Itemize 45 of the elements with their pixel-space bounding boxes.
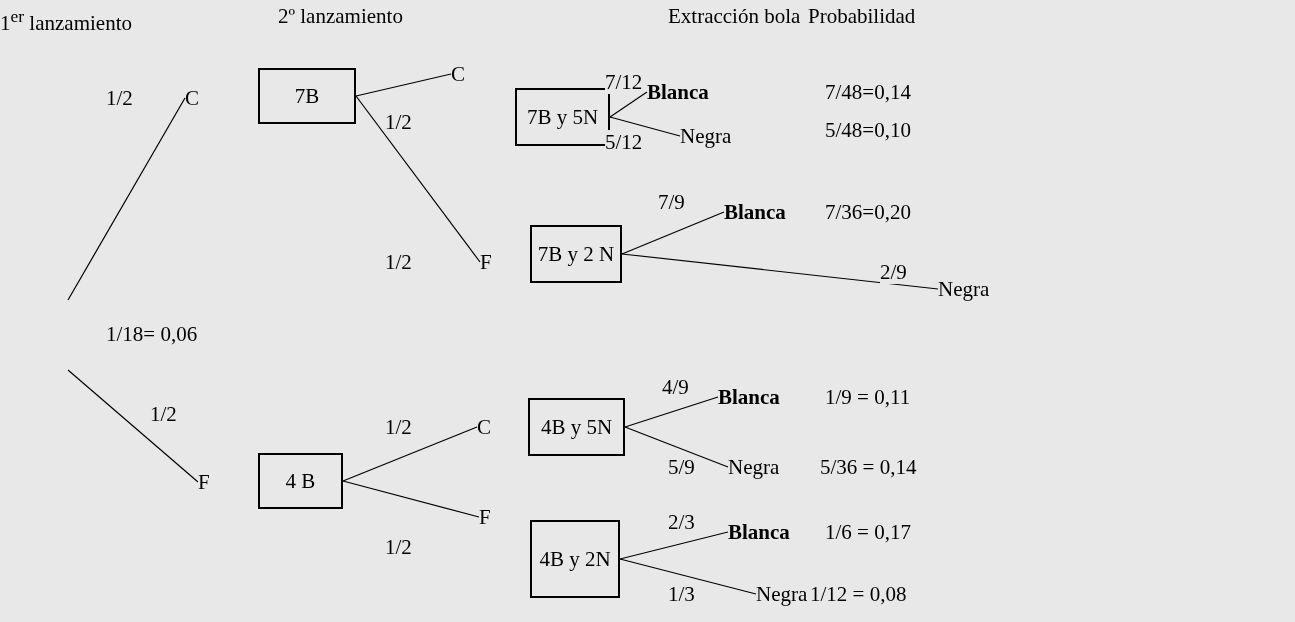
branch-line (619, 531, 729, 560)
probability-value: 5/36 = 0,14 (820, 455, 917, 479)
outcome-label: C (451, 62, 465, 86)
probability-value: 7/36=0,20 (825, 200, 911, 224)
urn-box: 4 B (258, 453, 343, 509)
outcome-label: Negra (756, 582, 808, 606)
urn-box: 7B y 2 N (530, 225, 622, 283)
branch-line (67, 369, 199, 483)
branch-line (342, 426, 478, 482)
outcome-label: Blanca (728, 520, 790, 544)
outcome-label: Blanca (718, 385, 780, 409)
branch-line (619, 558, 757, 595)
branch-line (624, 396, 719, 428)
probability-value: 1/9 = 0,11 (825, 385, 911, 409)
urn-box: 4B y 2N (530, 520, 620, 598)
probability-value: 1/12 = 0,08 (810, 582, 907, 606)
branch-line (621, 253, 939, 290)
outcome-label: F (480, 250, 492, 274)
outcome-label: Negra (728, 455, 780, 479)
outcome-label: Negra (680, 124, 732, 148)
outcome-label: F (198, 470, 210, 494)
urn-box: 4B y 5N (528, 398, 625, 456)
branch-line (342, 480, 480, 518)
branch-line (355, 73, 452, 97)
probability-value: 1/6 = 0,17 (825, 520, 911, 544)
branch-line (67, 97, 186, 301)
column-heading: Extracción bola (668, 4, 801, 28)
column-heading: Probabilidad (808, 4, 916, 28)
probability-value: 5/48=0,10 (825, 118, 911, 142)
outcome-label: F (479, 505, 491, 529)
branch-line (355, 95, 481, 263)
branch-line (624, 426, 729, 468)
branch-line (609, 91, 648, 118)
outcome-label: C (477, 415, 491, 439)
probability-value: 1/18= 0,06 (106, 322, 198, 346)
branch-line (621, 211, 725, 255)
branch-line (609, 116, 681, 137)
column-heading: 2º lanzamiento (278, 4, 403, 28)
probability-value: 7/48=0,14 (825, 80, 911, 104)
outcome-label: Blanca (647, 80, 709, 104)
outcome-label: Blanca (724, 200, 786, 224)
outcome-label: Negra (938, 277, 990, 301)
outcome-label: C (185, 86, 199, 110)
urn-box: 7B (258, 68, 356, 124)
column-heading: 1$^{er}$ lanzamiento (0, 5, 132, 35)
